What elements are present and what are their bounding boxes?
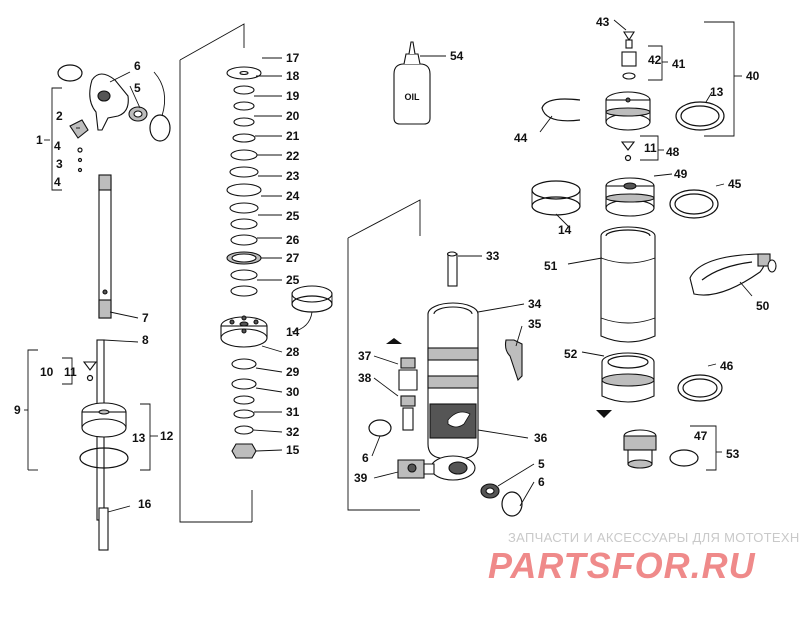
callout-49: 49: [674, 167, 688, 181]
callout-18: 18: [286, 69, 300, 83]
left-shaft-assembly: [24, 64, 171, 551]
callout-35: 35: [528, 317, 542, 331]
callout-52: 52: [564, 347, 578, 361]
callout-40: 40: [746, 69, 760, 83]
shim-stack: [179, 23, 333, 523]
callout-6: 6: [538, 475, 545, 489]
callout-37: 37: [358, 349, 372, 363]
callout-25: 25: [286, 273, 300, 287]
watermark: ЗАПЧАСТИ И АКСЕССУАРЫ ДЛЯ МОТОТЕХНИКИ PA…: [488, 530, 800, 586]
callout-45: 45: [728, 177, 742, 191]
callout-38: 38: [358, 371, 372, 385]
callout-25: 25: [286, 209, 300, 223]
callout-23: 23: [286, 169, 300, 183]
callout-29: 29: [286, 365, 300, 379]
callout-47: 47: [694, 429, 708, 443]
callout-9: 9: [14, 403, 21, 417]
callout-44: 44: [514, 131, 528, 145]
callout-50: 50: [756, 299, 770, 313]
callout-54: 54: [450, 49, 464, 63]
oring-part: [57, 64, 83, 82]
callout-21: 21: [286, 129, 300, 143]
watermark-logo: PARTSFOR.RU: [488, 545, 756, 586]
callout-31: 31: [286, 405, 300, 419]
callout-15: 15: [286, 443, 300, 457]
shock-body: [347, 199, 535, 517]
callout-13: 13: [710, 85, 724, 99]
oil-label: OIL: [405, 92, 421, 102]
callout-39: 39: [354, 471, 368, 485]
callout-53: 53: [726, 447, 740, 461]
callout-10: 10: [40, 365, 54, 379]
callout-14: 14: [558, 223, 572, 237]
callout-12: 12: [160, 429, 174, 443]
callout-43: 43: [596, 15, 610, 29]
callout-13: 13: [132, 431, 146, 445]
callout-28: 28: [286, 345, 300, 359]
callout-24: 24: [286, 189, 300, 203]
callout-22: 22: [286, 149, 300, 163]
callout-4: 4: [54, 139, 61, 153]
callout-33: 33: [486, 249, 500, 263]
callout-2: 2: [56, 109, 63, 123]
callout-30: 30: [286, 385, 300, 399]
callout-34: 34: [528, 297, 542, 311]
ring-part: [79, 447, 129, 469]
callout-36: 36: [534, 431, 548, 445]
callout-41: 41: [672, 57, 686, 71]
callout-5: 5: [538, 457, 545, 471]
oil-bottle: OIL: [393, 41, 446, 125]
callout-27: 27: [286, 251, 300, 265]
callout-14: 14: [286, 325, 300, 339]
callout-11: 11: [644, 141, 657, 155]
eyelet-part: [89, 73, 129, 131]
callout-11: 11: [64, 365, 77, 379]
callout-48: 48: [666, 145, 680, 159]
callout-26: 26: [286, 233, 300, 247]
callout-20: 20: [286, 109, 300, 123]
callout-32: 32: [286, 425, 300, 439]
callout-7: 7: [142, 311, 149, 325]
callout-17: 17: [286, 51, 300, 65]
watermark-tagline: ЗАПЧАСТИ И АКСЕССУАРЫ ДЛЯ МОТОТЕХНИКИ: [508, 530, 800, 545]
callout-51: 51: [544, 259, 558, 273]
callout-5: 5: [134, 81, 141, 95]
callout-19: 19: [286, 89, 300, 103]
callout-6: 6: [134, 59, 141, 73]
reservoir-assembly: [531, 19, 777, 471]
callout-16: 16: [138, 497, 152, 511]
callout-6: 6: [362, 451, 369, 465]
callout-3: 3: [56, 157, 63, 171]
callout-8: 8: [142, 333, 149, 347]
shaft-part: [98, 177, 112, 319]
callout-42: 42: [648, 53, 662, 67]
callout-1: 1: [36, 133, 43, 147]
callout-4: 4: [54, 175, 61, 189]
callout-46: 46: [720, 359, 734, 373]
screw-part: [69, 119, 89, 139]
